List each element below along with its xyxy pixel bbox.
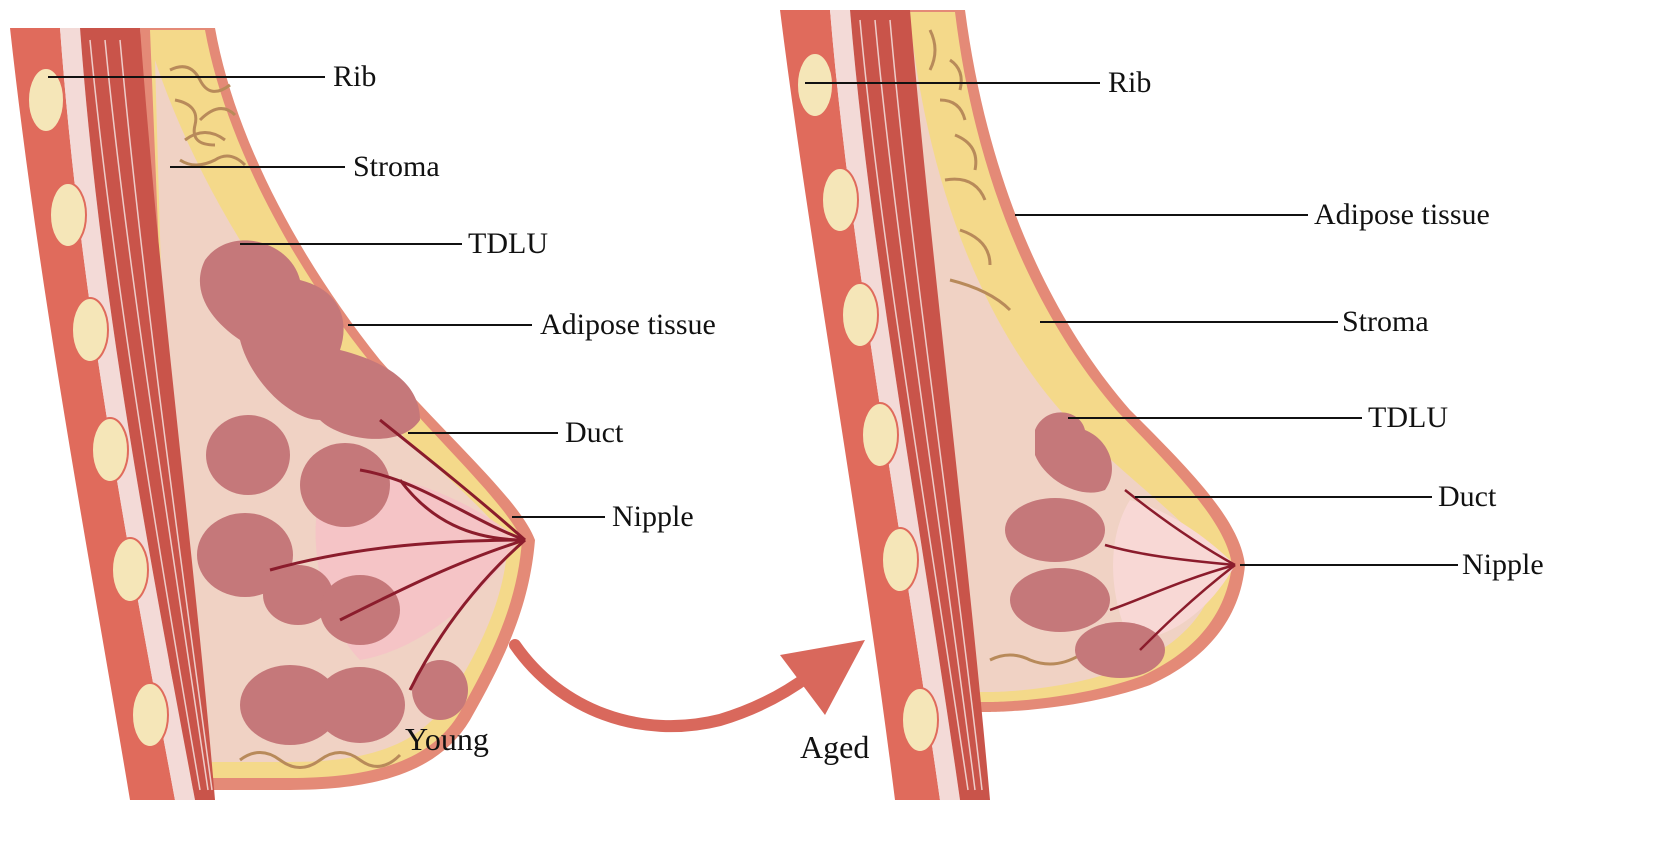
aged-muscle-fibers [859,19,983,791]
aged-ducts [1104,489,1236,651]
young-stroma-fibers [169,65,402,769]
young-caption: Young [405,721,489,757]
aged-ribs [796,52,939,753]
young-stroma-label: Stroma [353,150,440,183]
aged-adipose-label: Adipose tissue [1314,198,1490,231]
aged-chest-muscle-outer [780,10,940,800]
young-tdlu-lobules [197,240,468,745]
aged-tdlu-label: TDLU [1368,401,1448,434]
aged-breast-illustration: Rib Adipose tissue Stroma TDLU Duct Nipp… [780,10,1544,800]
young-fascia [60,28,195,800]
young-ducts [269,418,526,691]
aged-stroma-label: Stroma [1342,305,1429,338]
aged-fascia [830,10,960,800]
aged-chest-muscle-inner [850,10,990,800]
young-breast-illustration: Rib Stroma TDLU Adipose tissue Duct Nipp… [10,28,716,800]
young-nipple-label: Nipple [612,500,694,533]
young-adipose-label: Adipose tissue [540,308,716,341]
aged-nipple-label: Nipple [1462,548,1544,581]
aged-caption: Aged [800,729,869,765]
young-tdlu-label: TDLU [468,227,548,260]
young-rib-label: Rib [333,60,376,93]
aged-rib-label: Rib [1108,66,1151,99]
aged-tdlu-lobules [1005,412,1165,678]
young-duct-label: Duct [565,416,624,449]
young-muscle-fibers [89,39,213,791]
aged-duct-label: Duct [1438,480,1497,513]
aged-nipple-zone [1113,500,1235,640]
curved-arrow-icon [509,639,865,733]
young-ribs [27,67,169,748]
